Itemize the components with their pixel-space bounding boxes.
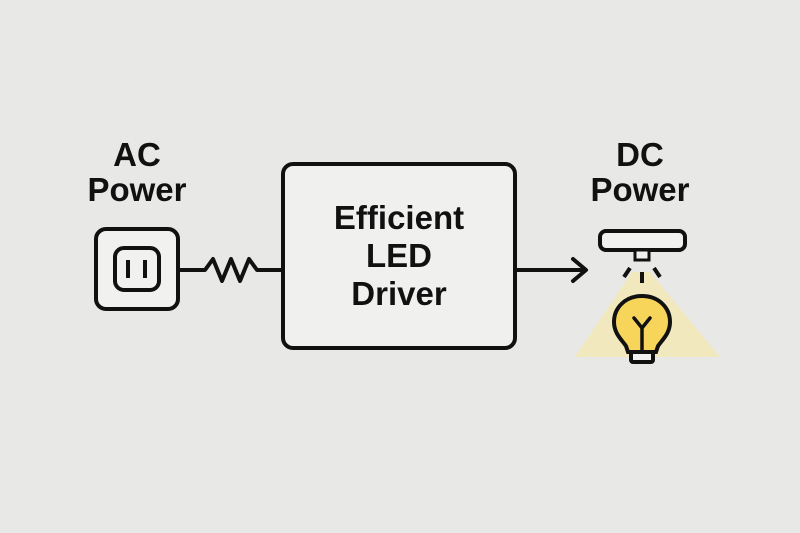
dc-label-line2: Power bbox=[590, 170, 690, 208]
driver-label-line1: Efficient bbox=[333, 199, 465, 237]
driver-label-line2: LED bbox=[366, 237, 432, 275]
ac-label-line2: Power bbox=[87, 170, 187, 208]
ceiling-light-bulb-icon bbox=[598, 229, 687, 364]
arrow-right-icon bbox=[517, 257, 588, 283]
driver-label-line3: Driver bbox=[351, 274, 447, 312]
power-outlet-icon bbox=[94, 227, 180, 311]
led-driver-box: Efficient LED Driver bbox=[281, 162, 517, 350]
ac-power-label: AC Power bbox=[82, 136, 192, 208]
dc-label-line1: DC bbox=[616, 136, 664, 173]
resistor-icon bbox=[178, 257, 281, 283]
dc-power-label: DC Power bbox=[575, 136, 705, 208]
ac-label-line1: AC bbox=[113, 136, 161, 173]
